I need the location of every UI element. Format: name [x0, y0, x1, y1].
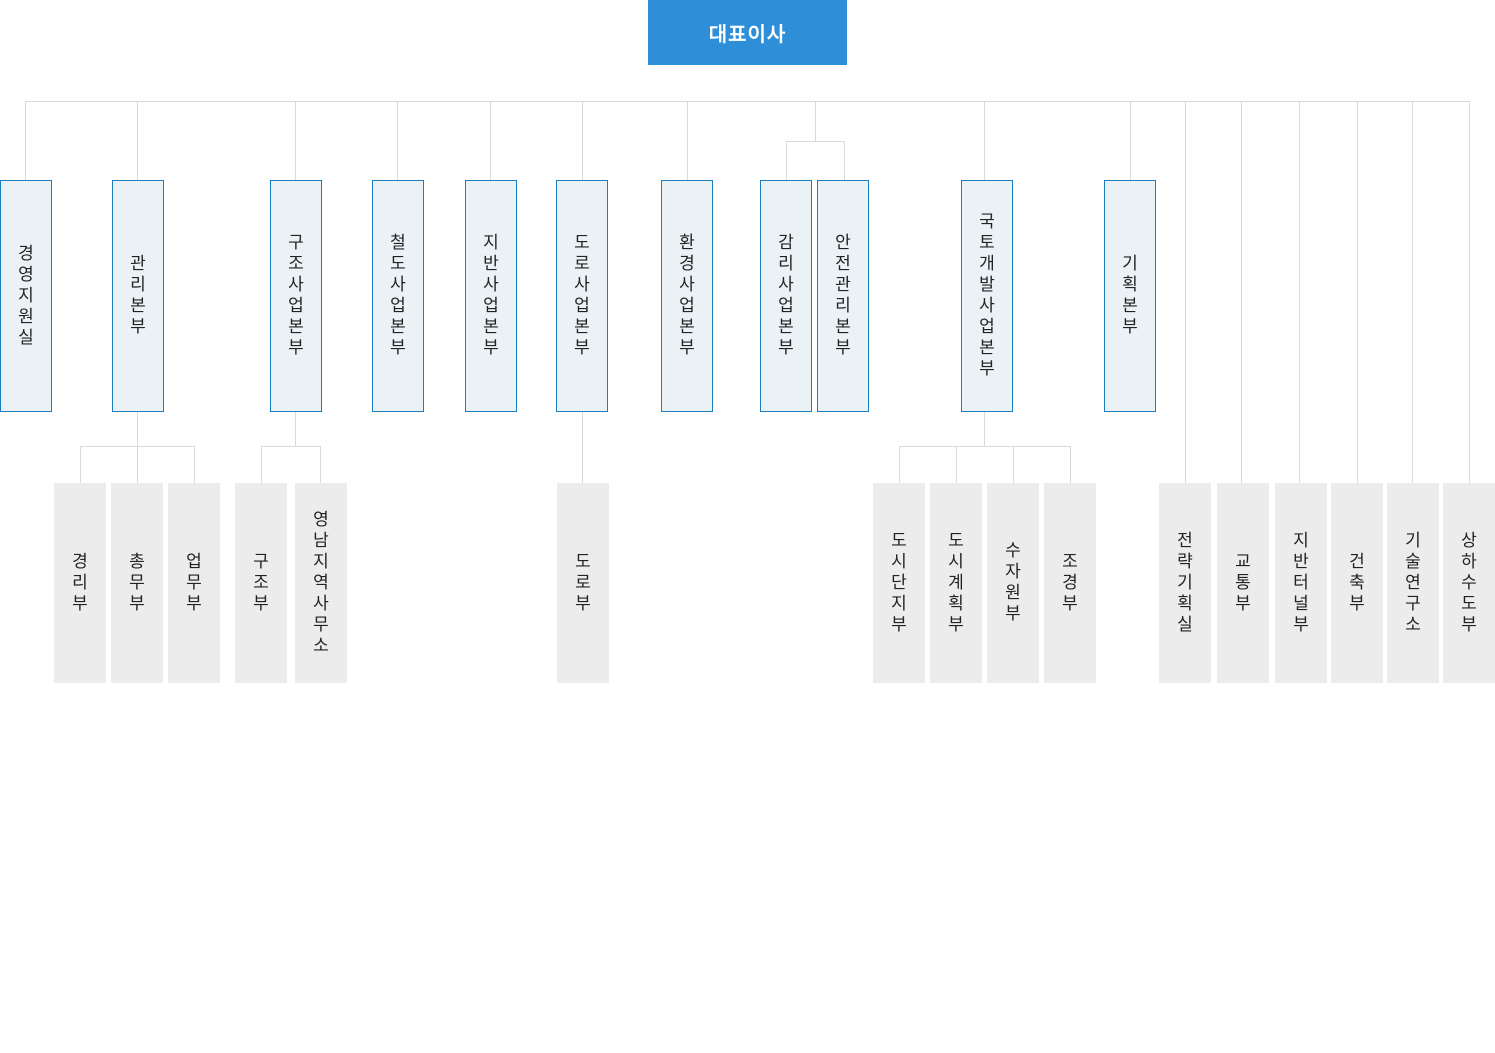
- unit-label: 업무부: [186, 551, 202, 614]
- unit-label: 지반사업본부: [483, 233, 499, 358]
- dept-administration: 관리본부: [112, 180, 164, 412]
- dept-supervision-business: 감리사업본부: [760, 180, 812, 412]
- unit-label: 도시단지부: [891, 530, 907, 635]
- dept-road-business: 도로사업본부: [556, 180, 608, 412]
- ceo-label: 대표이사: [708, 22, 787, 46]
- unit-label: 철도사업본부: [390, 233, 406, 358]
- sub-strategy-planning: 전략기획실: [1159, 483, 1211, 683]
- dept-planning: 기획본부: [1104, 180, 1156, 412]
- unit-label: 기술연구소: [1405, 530, 1421, 635]
- sub-general-affairs: 총무부: [111, 483, 163, 683]
- unit-label: 구조사업본부: [288, 233, 304, 358]
- dept-railway-business: 철도사업본부: [372, 180, 424, 412]
- unit-label: 건축부: [1349, 551, 1365, 614]
- dept-safety-management: 안전관리본부: [817, 180, 869, 412]
- unit-label: 전략기획실: [1177, 530, 1193, 635]
- unit-label: 조경부: [1062, 551, 1078, 614]
- unit-label: 기획본부: [1122, 254, 1138, 337]
- sub-landscape: 조경부: [1044, 483, 1096, 683]
- unit-label: 지반터널부: [1293, 530, 1309, 635]
- sub-research-institute: 기술연구소: [1387, 483, 1439, 683]
- ceo-box: 대표이사: [648, 0, 847, 65]
- dept-land-development-business: 국토개발사업본부: [961, 180, 1013, 412]
- unit-label: 경영지원실: [18, 243, 34, 348]
- unit-label: 환경사업본부: [679, 233, 695, 358]
- sub-architecture: 건축부: [1331, 483, 1383, 683]
- sub-accounting: 경리부: [54, 483, 106, 683]
- unit-label: 교통부: [1235, 551, 1251, 614]
- sub-road: 도로부: [557, 483, 609, 683]
- sub-operations: 업무부: [168, 483, 220, 683]
- dept-management-support: 경영지원실: [0, 180, 52, 412]
- unit-label: 안전관리본부: [835, 233, 851, 358]
- sub-water-sewage: 상하수도부: [1443, 483, 1495, 683]
- unit-label: 영남지역사무소: [313, 509, 329, 656]
- unit-label: 도로부: [575, 551, 591, 614]
- unit-label: 도로사업본부: [574, 233, 590, 358]
- sub-structure: 구조부: [235, 483, 287, 683]
- unit-label: 관리본부: [130, 254, 146, 337]
- unit-label: 국토개발사업본부: [979, 212, 995, 379]
- unit-label: 도시계획부: [948, 530, 964, 635]
- dept-environment-business: 환경사업본부: [661, 180, 713, 412]
- sub-urban-planning: 도시계획부: [930, 483, 982, 683]
- unit-label: 경리부: [72, 551, 88, 614]
- unit-label: 총무부: [129, 551, 145, 614]
- unit-label: 구조부: [253, 551, 269, 614]
- unit-label: 상하수도부: [1461, 530, 1477, 635]
- unit-label: 감리사업본부: [778, 233, 794, 358]
- sub-transportation: 교통부: [1217, 483, 1269, 683]
- sub-urban-complex: 도시단지부: [873, 483, 925, 683]
- sub-geotech-tunnel: 지반터널부: [1275, 483, 1327, 683]
- dept-geotechnical-business: 지반사업본부: [465, 180, 517, 412]
- sub-water-resources: 수자원부: [987, 483, 1039, 683]
- unit-label: 수자원부: [1005, 541, 1021, 624]
- sub-yeongnam-office: 영남지역사무소: [295, 483, 347, 683]
- dept-structure-business: 구조사업본부: [270, 180, 322, 412]
